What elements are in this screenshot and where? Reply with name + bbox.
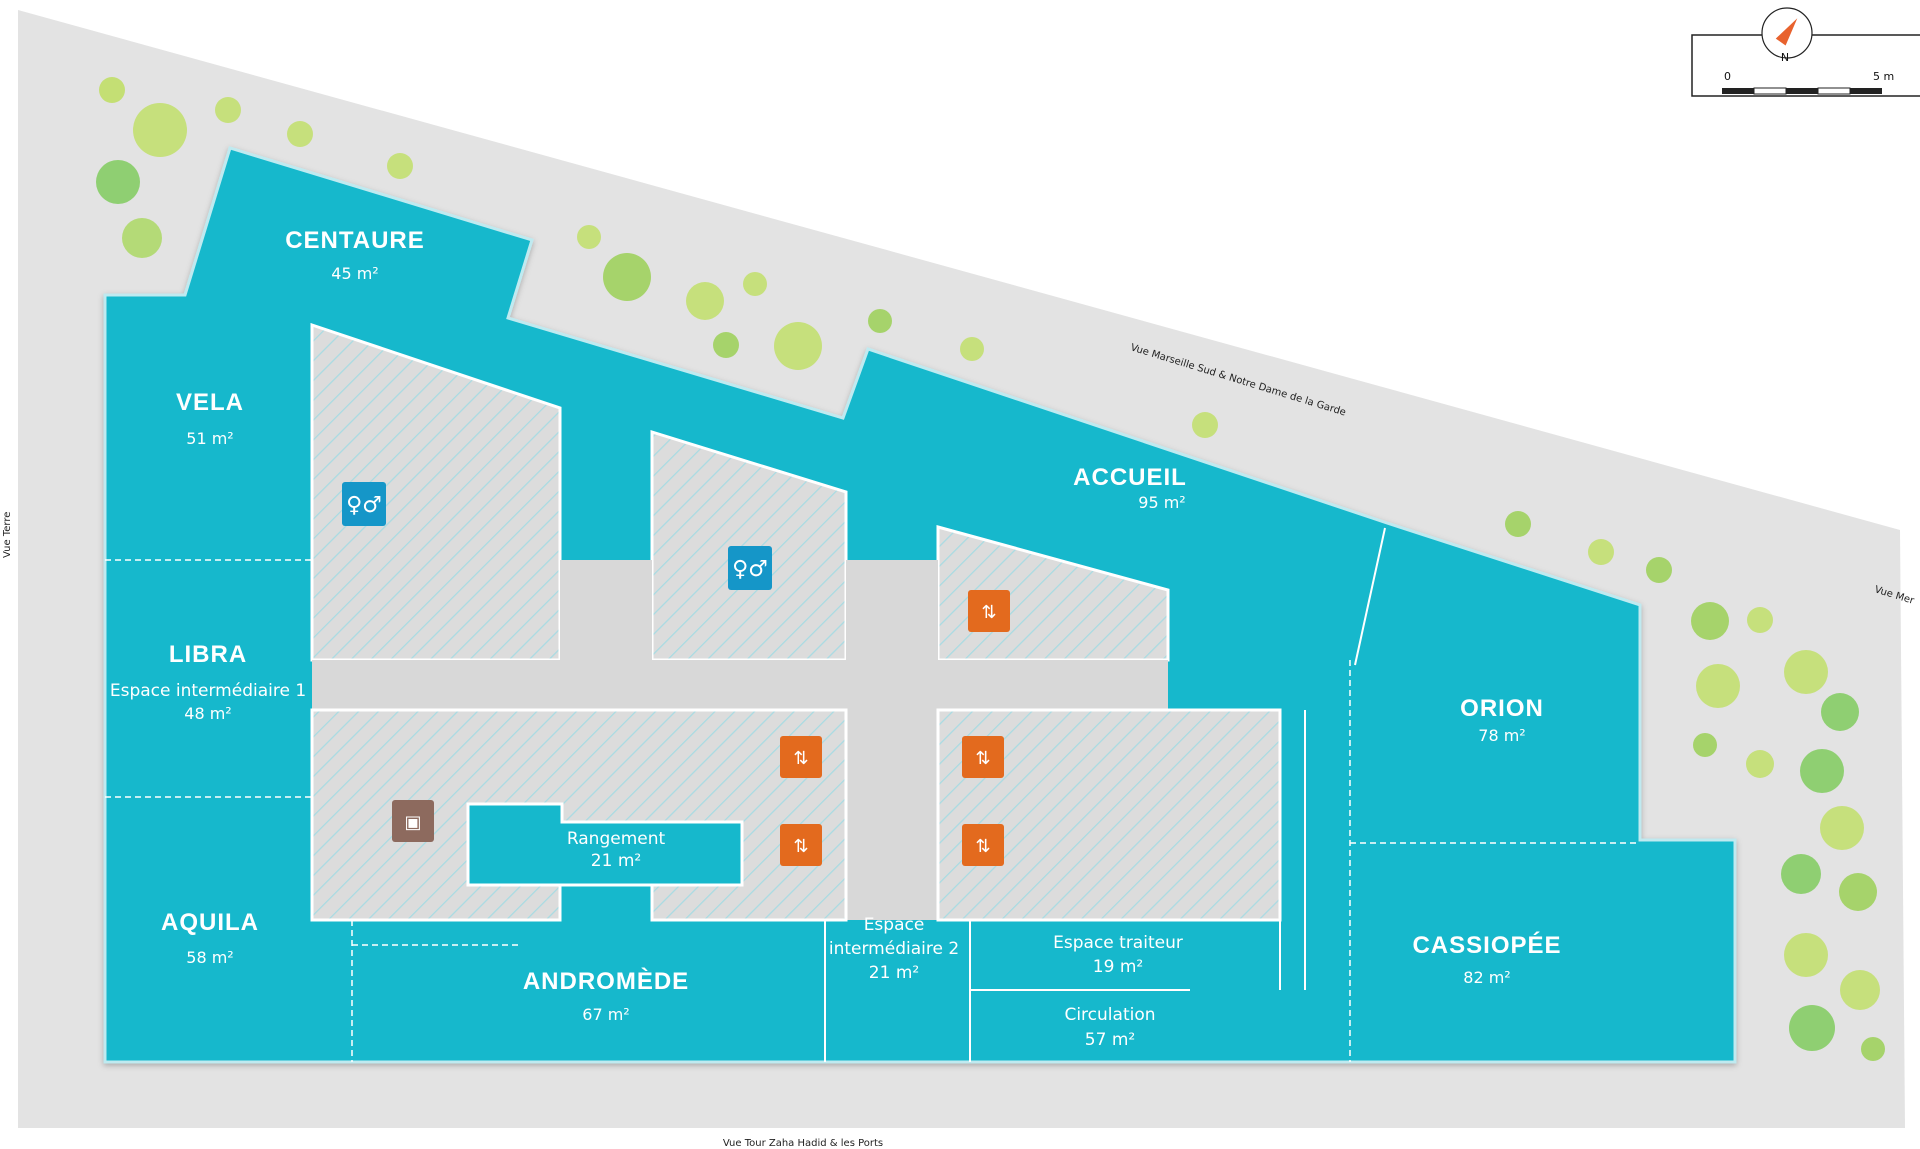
- svg-text:♀♂: ♀♂: [346, 493, 382, 518]
- room-name-accueil: ACCUEIL: [1073, 464, 1187, 491]
- room-dividers: [105, 559, 1640, 1062]
- walls: [824, 527, 1386, 1062]
- rangement-room: [466, 802, 744, 887]
- restroom-icon: ♀♂: [728, 546, 772, 590]
- room-name-andromede: ANDROMÈDE: [523, 967, 689, 995]
- trees: [96, 77, 1885, 1061]
- elevator-icon: ⇅: [780, 824, 822, 866]
- room-name-vela: VELA: [176, 389, 244, 416]
- elevator-icon: ⇅: [780, 736, 822, 778]
- room-name-centaure: CENTAURE: [285, 227, 425, 254]
- room-name-cassiopee: CASSIOPÉE: [1412, 931, 1561, 959]
- svg-text:⇅: ⇅: [793, 748, 808, 769]
- scale-bar: [1722, 87, 1882, 95]
- elevator-icon: ⇅: [962, 736, 1004, 778]
- room-area-espace-intermediaire-2: 21 m²: [869, 963, 919, 983]
- room-name-espace-intermediaire-2-line1: Espace: [864, 915, 925, 935]
- svg-text:▣: ▣: [404, 812, 421, 833]
- room-area-centaure: 45 m²: [331, 264, 378, 283]
- room-name-libra: LIBRA: [169, 641, 247, 668]
- vertical-corridor-2: [846, 560, 938, 660]
- building: [103, 146, 1737, 1064]
- svg-text:⇅: ⇅: [981, 602, 996, 623]
- room-name-orion: ORION: [1460, 695, 1544, 722]
- scale-end-label: 5 m: [1873, 70, 1894, 83]
- room-area-orion: 78 m²: [1478, 726, 1525, 745]
- room-name-aquila: AQUILA: [161, 909, 259, 936]
- scale-start-label: 0: [1724, 70, 1731, 83]
- room-area-libra: 48 m²: [184, 704, 231, 723]
- room-name-espace-traiteur: Espace traiteur: [1053, 933, 1183, 953]
- room-area-aquila: 58 m²: [186, 948, 233, 967]
- compass-scale-box: N 0 5 m: [1691, 7, 1920, 97]
- freight-elevator-icon: ▣: [392, 800, 434, 842]
- restroom-icon: ♀♂: [342, 482, 386, 526]
- room-area-andromede: 67 m²: [582, 1005, 629, 1024]
- svg-text:⇅: ⇅: [793, 836, 808, 857]
- room-area-accueil: 95 m²: [1138, 493, 1185, 512]
- room-name-espace-intermediaire-2-line2: intermédiaire 2: [829, 939, 959, 959]
- room-name-rangement: Rangement: [567, 829, 666, 849]
- compass-north-letter: N: [1781, 51, 1789, 64]
- room-area-rangement: 21 m²: [591, 851, 641, 871]
- view-label-west: Vue Terre: [2, 512, 13, 558]
- svg-text:⇅: ⇅: [975, 748, 990, 769]
- elevator-icon: ⇅: [962, 824, 1004, 866]
- room-subtitle-libra: Espace intermédiaire 1: [110, 681, 306, 701]
- vertical-corridor: [560, 560, 652, 660]
- elevator-icon: ⇅: [968, 590, 1010, 632]
- room-area-vela: 51 m²: [186, 429, 233, 448]
- view-label-south: Vue Tour Zaha Hadid & les Ports: [723, 1138, 883, 1149]
- room-area-cassiopee: 82 m²: [1463, 968, 1510, 987]
- room-area-circulation: 57 m²: [1085, 1030, 1135, 1050]
- svg-text:♀♂: ♀♂: [732, 557, 768, 582]
- room-name-circulation: Circulation: [1064, 1005, 1155, 1025]
- room-area-espace-traiteur: 19 m²: [1093, 957, 1143, 977]
- central-corridor: [312, 660, 1168, 710]
- vertical-corridor-3: [846, 710, 938, 920]
- svg-text:⇅: ⇅: [975, 836, 990, 857]
